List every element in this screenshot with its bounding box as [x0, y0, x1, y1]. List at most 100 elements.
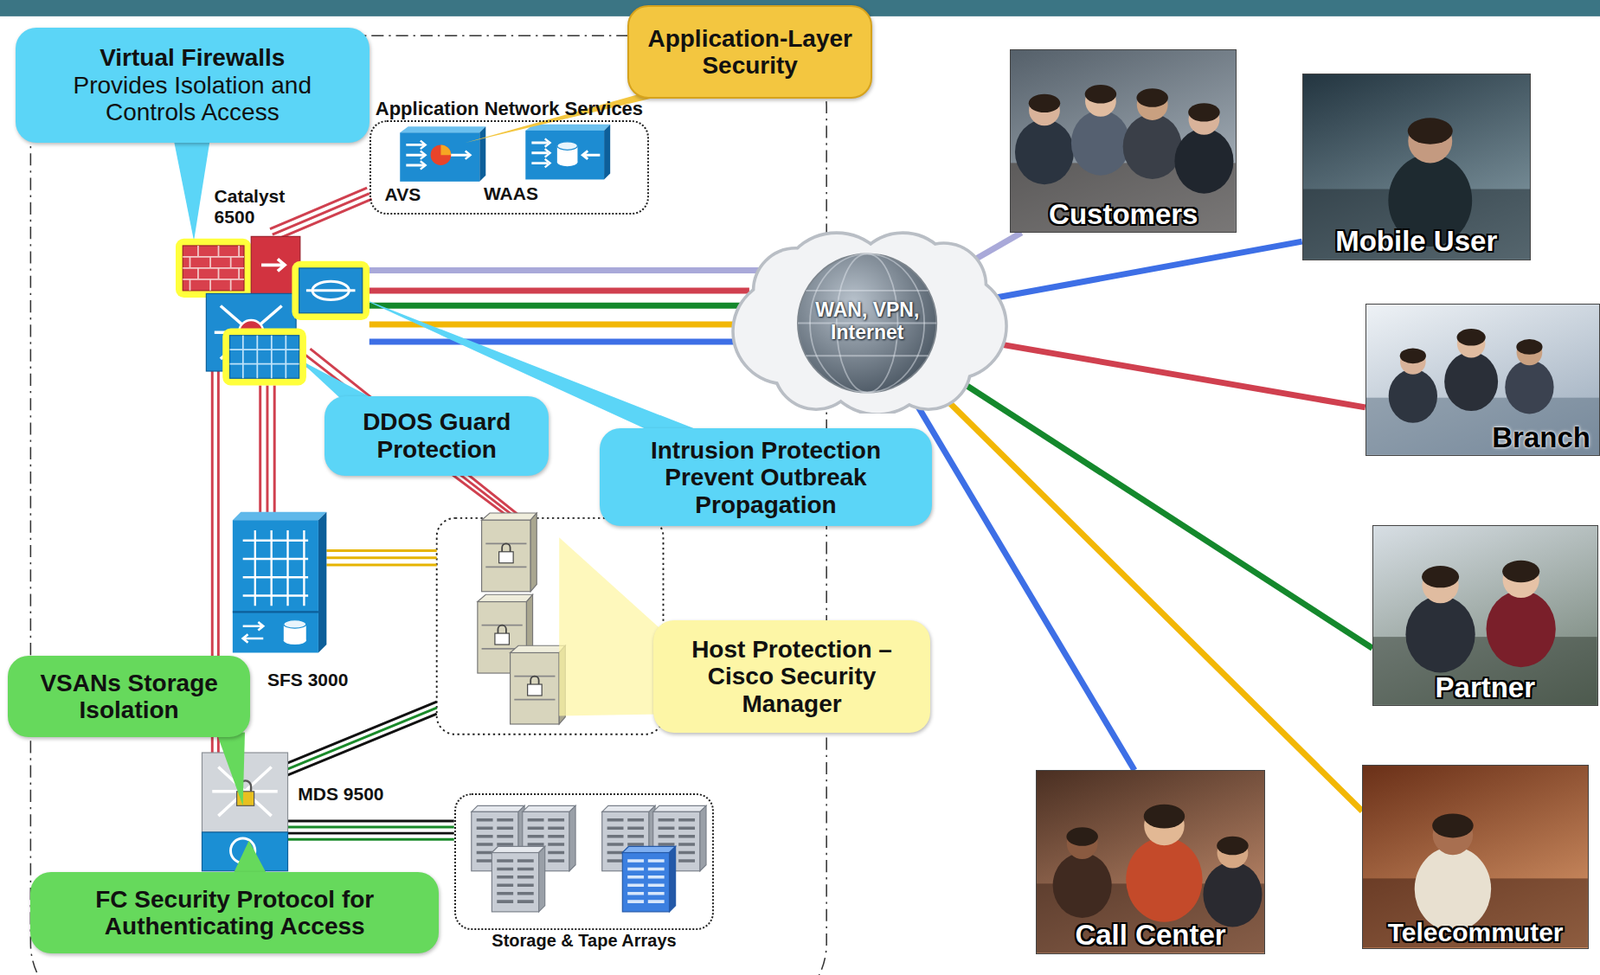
- waas-appliance: [604, 124, 611, 180]
- callout-tails: [232, 840, 268, 875]
- connector-line: [275, 199, 373, 241]
- connector-line: [910, 393, 1135, 771]
- connector: [990, 342, 1366, 408]
- switch-chassis: Catalyst 6500: [175, 234, 370, 386]
- mds-switch: [212, 767, 277, 817]
- callout-bubble: FC Security Protocol for Authenticating …: [30, 872, 439, 954]
- person-hair: [1188, 102, 1221, 122]
- callout-bubble: Host Protection – Cisco Security Manager: [653, 620, 932, 733]
- connector-line: [990, 342, 1366, 408]
- sfs-switch: [283, 636, 307, 645]
- person-body: [1015, 119, 1074, 185]
- person-head: [1457, 329, 1486, 358]
- connector: [954, 378, 1373, 649]
- device-label: AVS: [385, 184, 422, 205]
- callout-title: DDOS Guard Protection: [336, 408, 537, 463]
- connector-line: [369, 267, 772, 274]
- person-head: [1028, 94, 1061, 126]
- person-hair: [1502, 560, 1540, 583]
- user-photo: Telecommuter: [1362, 764, 1589, 949]
- person-body: [1202, 862, 1262, 928]
- person-head: [1188, 103, 1221, 135]
- callout-bubble: Virtual FirewallsProvides Isolation and …: [15, 27, 370, 143]
- photo-floor: [1373, 636, 1598, 706]
- connector: [989, 241, 1302, 299]
- callout-bubble: Intrusion Protection Prevent Outbreak Pr…: [599, 428, 932, 527]
- server-cabinet: [510, 645, 566, 725]
- photo-label-wrap: Branch: [1366, 422, 1600, 454]
- person-hair: [1066, 828, 1099, 847]
- group-heading: Storage & Tape Arrays: [456, 931, 714, 951]
- label-wrap: MDS 9500: [297, 783, 384, 804]
- group-box: Storage & Tape Arrays: [454, 793, 715, 931]
- callout-bubble: VSANs Storage Isolation: [7, 655, 251, 738]
- person-hair: [1216, 836, 1249, 855]
- connector-line: [933, 387, 1363, 812]
- storage-rack: [622, 846, 675, 912]
- avs-appliance: [405, 144, 470, 166]
- storage-rack: [491, 846, 545, 912]
- callout-tails: [173, 138, 210, 241]
- label-wrap: SFS 3000: [267, 669, 348, 690]
- user-photo: Branch: [1365, 303, 1600, 457]
- connector-line: [369, 288, 750, 295]
- sfs-switch: [318, 512, 327, 654]
- highlight: [291, 261, 370, 321]
- callout-text: Provides Isolation and Controls Access: [27, 71, 358, 127]
- connector: [910, 393, 1135, 771]
- connector-line: [369, 339, 744, 346]
- wires: [288, 701, 437, 776]
- person-body: [1405, 596, 1475, 674]
- ids-module: [306, 289, 356, 293]
- sfs-switch: [232, 512, 327, 521]
- avs-appliance: [479, 126, 486, 182]
- person-body: [1486, 591, 1556, 669]
- cloud-label: WAN, VPN, Internet: [798, 298, 937, 345]
- avs-appliance: [399, 132, 480, 182]
- connector: [369, 305, 742, 307]
- connector-line: [272, 193, 370, 236]
- person-head: [1400, 349, 1427, 376]
- switch-module: [261, 258, 285, 271]
- person-hair: [1407, 117, 1453, 145]
- firewall-icon: [182, 245, 245, 291]
- avs-appliance: [399, 126, 486, 133]
- person-head: [1216, 837, 1248, 869]
- waas-appliance: [557, 141, 579, 150]
- wires: [288, 707, 437, 770]
- avs-appliance: [420, 141, 471, 170]
- cloud-outline: [734, 234, 1005, 413]
- photo-label-wrap: Telecommuter: [1362, 918, 1588, 947]
- ddos-module: [229, 335, 299, 380]
- sfs-switch: [243, 530, 309, 606]
- ids-module: [298, 268, 362, 314]
- waas-appliance: [582, 150, 600, 159]
- wires: [288, 827, 455, 840]
- mds-switch: [201, 752, 288, 833]
- photo-label: Mobile User: [1335, 225, 1498, 258]
- photo-label: Call Center: [1074, 919, 1226, 952]
- waas-appliance: [557, 158, 579, 167]
- highlight: [175, 238, 251, 298]
- photo-label: Telecommuter: [1387, 918, 1564, 947]
- avs-appliance: [399, 126, 486, 182]
- user-photo: Customers: [1009, 49, 1237, 233]
- ids-module: [298, 268, 362, 314]
- person-head: [1085, 85, 1117, 117]
- connector: [933, 387, 1363, 812]
- connector: [269, 187, 373, 241]
- person-hair: [1085, 84, 1118, 103]
- callout-tails: [297, 359, 376, 400]
- callout-title: FC Security Protocol for Authenticating …: [42, 886, 427, 941]
- person-body: [1071, 109, 1131, 175]
- person-head: [1516, 340, 1543, 367]
- user-photo: Partner: [1372, 525, 1599, 707]
- photo-label: Customers: [1048, 199, 1198, 231]
- group-heading-wrap: Storage & Tape Arrays: [456, 931, 714, 951]
- sfs-switch: [283, 620, 307, 629]
- connector: [369, 269, 772, 271]
- sfs-switch: [232, 610, 319, 613]
- sfs-switch: [232, 512, 327, 654]
- globe-grid: [797, 254, 937, 393]
